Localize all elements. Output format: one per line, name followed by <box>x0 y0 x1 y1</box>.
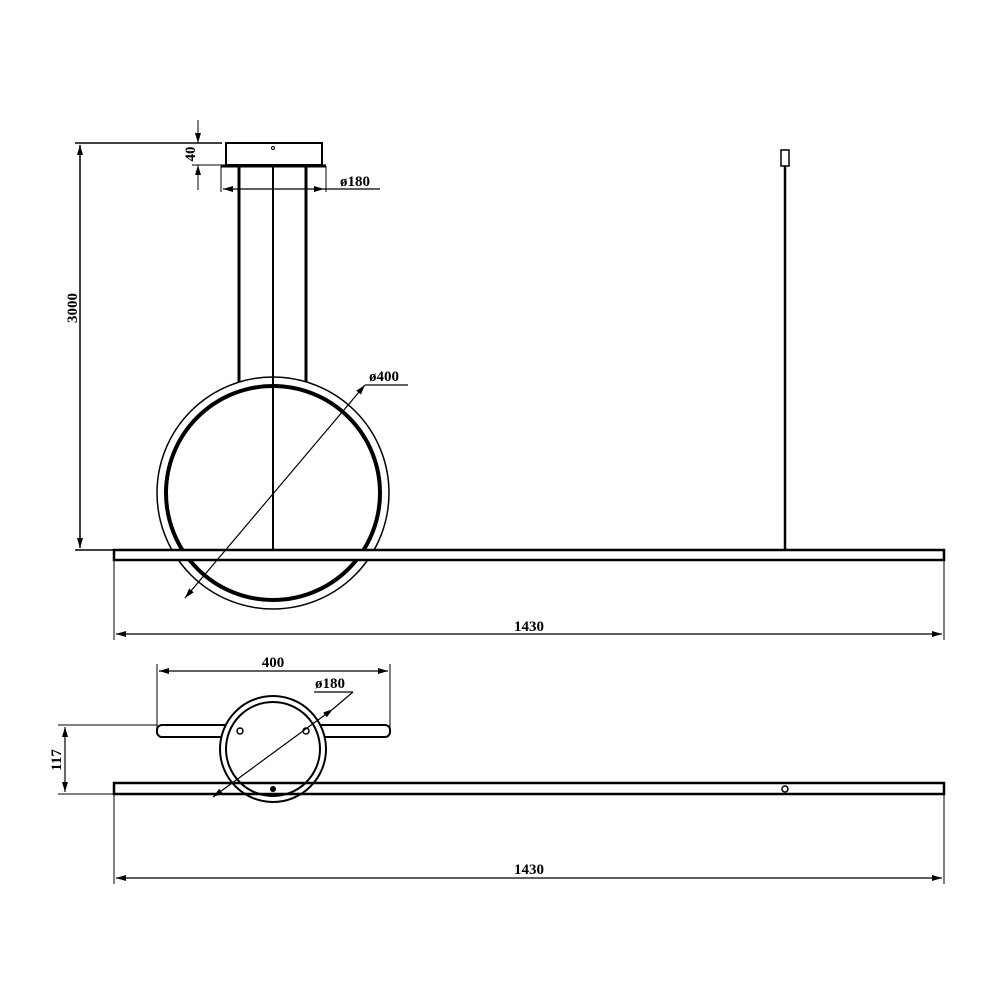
top-canopy-diameter-dimension: ø180 <box>315 676 345 692</box>
canopy-diameter-dimension: ø180 <box>340 174 370 190</box>
top-view: 400 ø180 117 1430 <box>49 655 946 884</box>
arm-width-dimension: 400 <box>262 655 285 671</box>
ring-diameter-dimension: ø400 <box>369 369 399 385</box>
screw-hole <box>270 786 276 792</box>
light-bar <box>112 548 946 562</box>
cable-point <box>781 785 789 793</box>
light-bar-top <box>112 781 946 796</box>
front-view: 3000 40 ø180 ø400 1430 <box>65 120 946 640</box>
canopy-screw <box>271 146 275 150</box>
offset-dimension: 117 <box>49 749 65 771</box>
cable-clamp <box>780 149 790 167</box>
ring-outer <box>156 376 390 610</box>
height-dimension: 3000 <box>65 293 81 323</box>
front-length-dimension: 1430 <box>514 619 544 635</box>
canopy-height-dimension: 40 <box>183 147 199 162</box>
top-length-dimension: 1430 <box>514 862 544 878</box>
